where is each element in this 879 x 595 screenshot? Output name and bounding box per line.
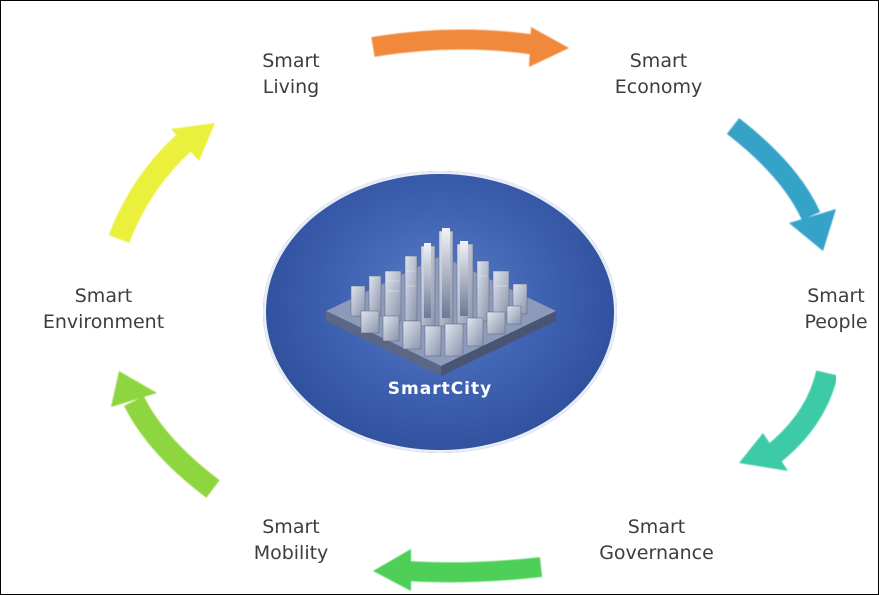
city-skyline-image [326,228,556,376]
node-smart-governance: Smart Governance [569,514,744,566]
node-line1: Smart [262,50,320,72]
node-smart-mobility: Smart Mobility [216,514,366,566]
node-smart-environment: Smart Environment [1,283,206,335]
smart-city-hub: SmartCity [263,171,617,453]
node-line1: Smart [629,50,688,72]
arrow-environment-to-living [108,123,215,243]
node-smart-living: Smart Living [216,48,366,100]
node-line2: Governance [599,542,714,564]
arrow-living-to-economy [371,27,569,67]
arrow-economy-to-people [726,118,836,251]
node-line2: People [804,311,868,333]
node-smart-economy: Smart Economy [576,48,741,100]
node-line2: Living [262,76,320,98]
node-smart-people: Smart People [761,283,878,335]
node-line2: Environment [42,311,165,333]
node-line1: Smart [74,285,133,307]
node-line1: Smart [262,516,320,538]
node-line2: Mobility [253,542,329,564]
arrow-mobility-to-environment [111,371,220,498]
hub-label: SmartCity [387,379,493,399]
node-line1: Smart [627,516,686,538]
arrow-people-to-governance [739,370,838,471]
arrow-governance-to-mobility [373,549,543,591]
node-line1: Smart [807,285,865,307]
node-line2: Economy [614,76,703,98]
